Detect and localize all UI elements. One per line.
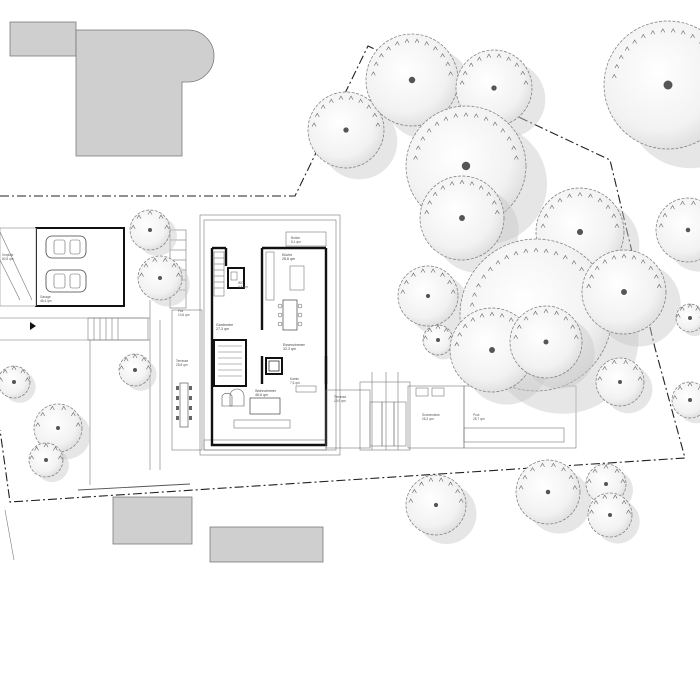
room-area-kueche: 28,6 qm [282,257,295,261]
tree-icon [28,442,69,483]
site-edge-line [4,509,15,561]
neighbour-building-south-2 [209,526,324,563]
room-area-spa: 26,3 qm [422,417,434,421]
tree-icon [137,255,190,307]
tree-icon [515,459,592,534]
main-house: Button 8,1 qm Küche 28,6 qm WC 4,8 qm Fl… [178,214,341,456]
room-label-essen: Essenzimmer [283,343,306,347]
entrance-arrow-icon [30,322,36,330]
room-area-kamin: 7,6 qm [290,381,300,385]
car-icon [45,235,87,259]
room-label-flur: Flur [178,309,184,313]
neighbour-buildings [9,21,324,563]
tree-icon [118,353,157,391]
tree-icon [671,381,700,424]
tree-icon [509,305,595,389]
room-label-garderobe: Garderobe [216,323,233,327]
room-area-button: 8,1 qm [291,240,301,244]
car-icon [45,269,87,293]
terrace-west: Terrasse 25,8 qm [171,309,203,451]
room-area-essen: 32,3 qm [283,347,296,351]
tree-icon [595,357,653,414]
room-area-garderobe: 27,3 qm [216,327,229,331]
neighbour-building-small [9,21,77,57]
room-label-button: Button [291,236,300,240]
room-area-vorplatz: 80,5 qm [2,257,14,261]
tree-icon [405,474,477,544]
tree-icon [655,197,700,272]
room-label-terrasse-west: Terrasse [176,359,188,363]
path-line-south [77,483,191,491]
room-area-wohnen: 46,6 qm [255,393,268,397]
room-area-terrasse-east: 19,0 qm [334,399,346,403]
room-area-terrasse-west: 25,8 qm [176,363,188,367]
tree-icon [307,91,398,180]
tree-icon [675,303,700,337]
garage: Vorplatz 80,5 qm Garage 46,4 qm [0,227,125,330]
trees [0,20,700,544]
tree-icon [587,492,640,544]
room-label-kueche: Küche [282,253,292,257]
room-label-terrasse-east: Terrasse [334,395,346,399]
property-boundary [0,45,686,503]
room-label-wohnen: Wohnzimmer [255,389,277,393]
room-label-pool: Pool [473,413,480,417]
tree-icon [397,265,469,335]
room-label-kamin: Kamin [290,377,299,381]
room-label-vorplatz: Vorplatz [2,253,14,257]
room-label-garage: Garage [40,295,51,299]
room-label-wc: WC [238,281,244,285]
room-area-garage: 46,4 qm [40,299,52,303]
tree-icon [603,20,700,169]
tree-icon [0,365,36,403]
room-area-flur: 10,6 qm [178,313,190,317]
room-label-spa: Sonnendeck [422,413,440,417]
neighbour-building-south-1 [112,496,193,545]
room-area-wc: 4,8 qm [238,285,248,289]
tree-icon [129,209,177,256]
neighbour-building-large [75,29,215,157]
room-area-pool: 28,7 qm [473,417,485,421]
tree-icon [581,249,681,347]
